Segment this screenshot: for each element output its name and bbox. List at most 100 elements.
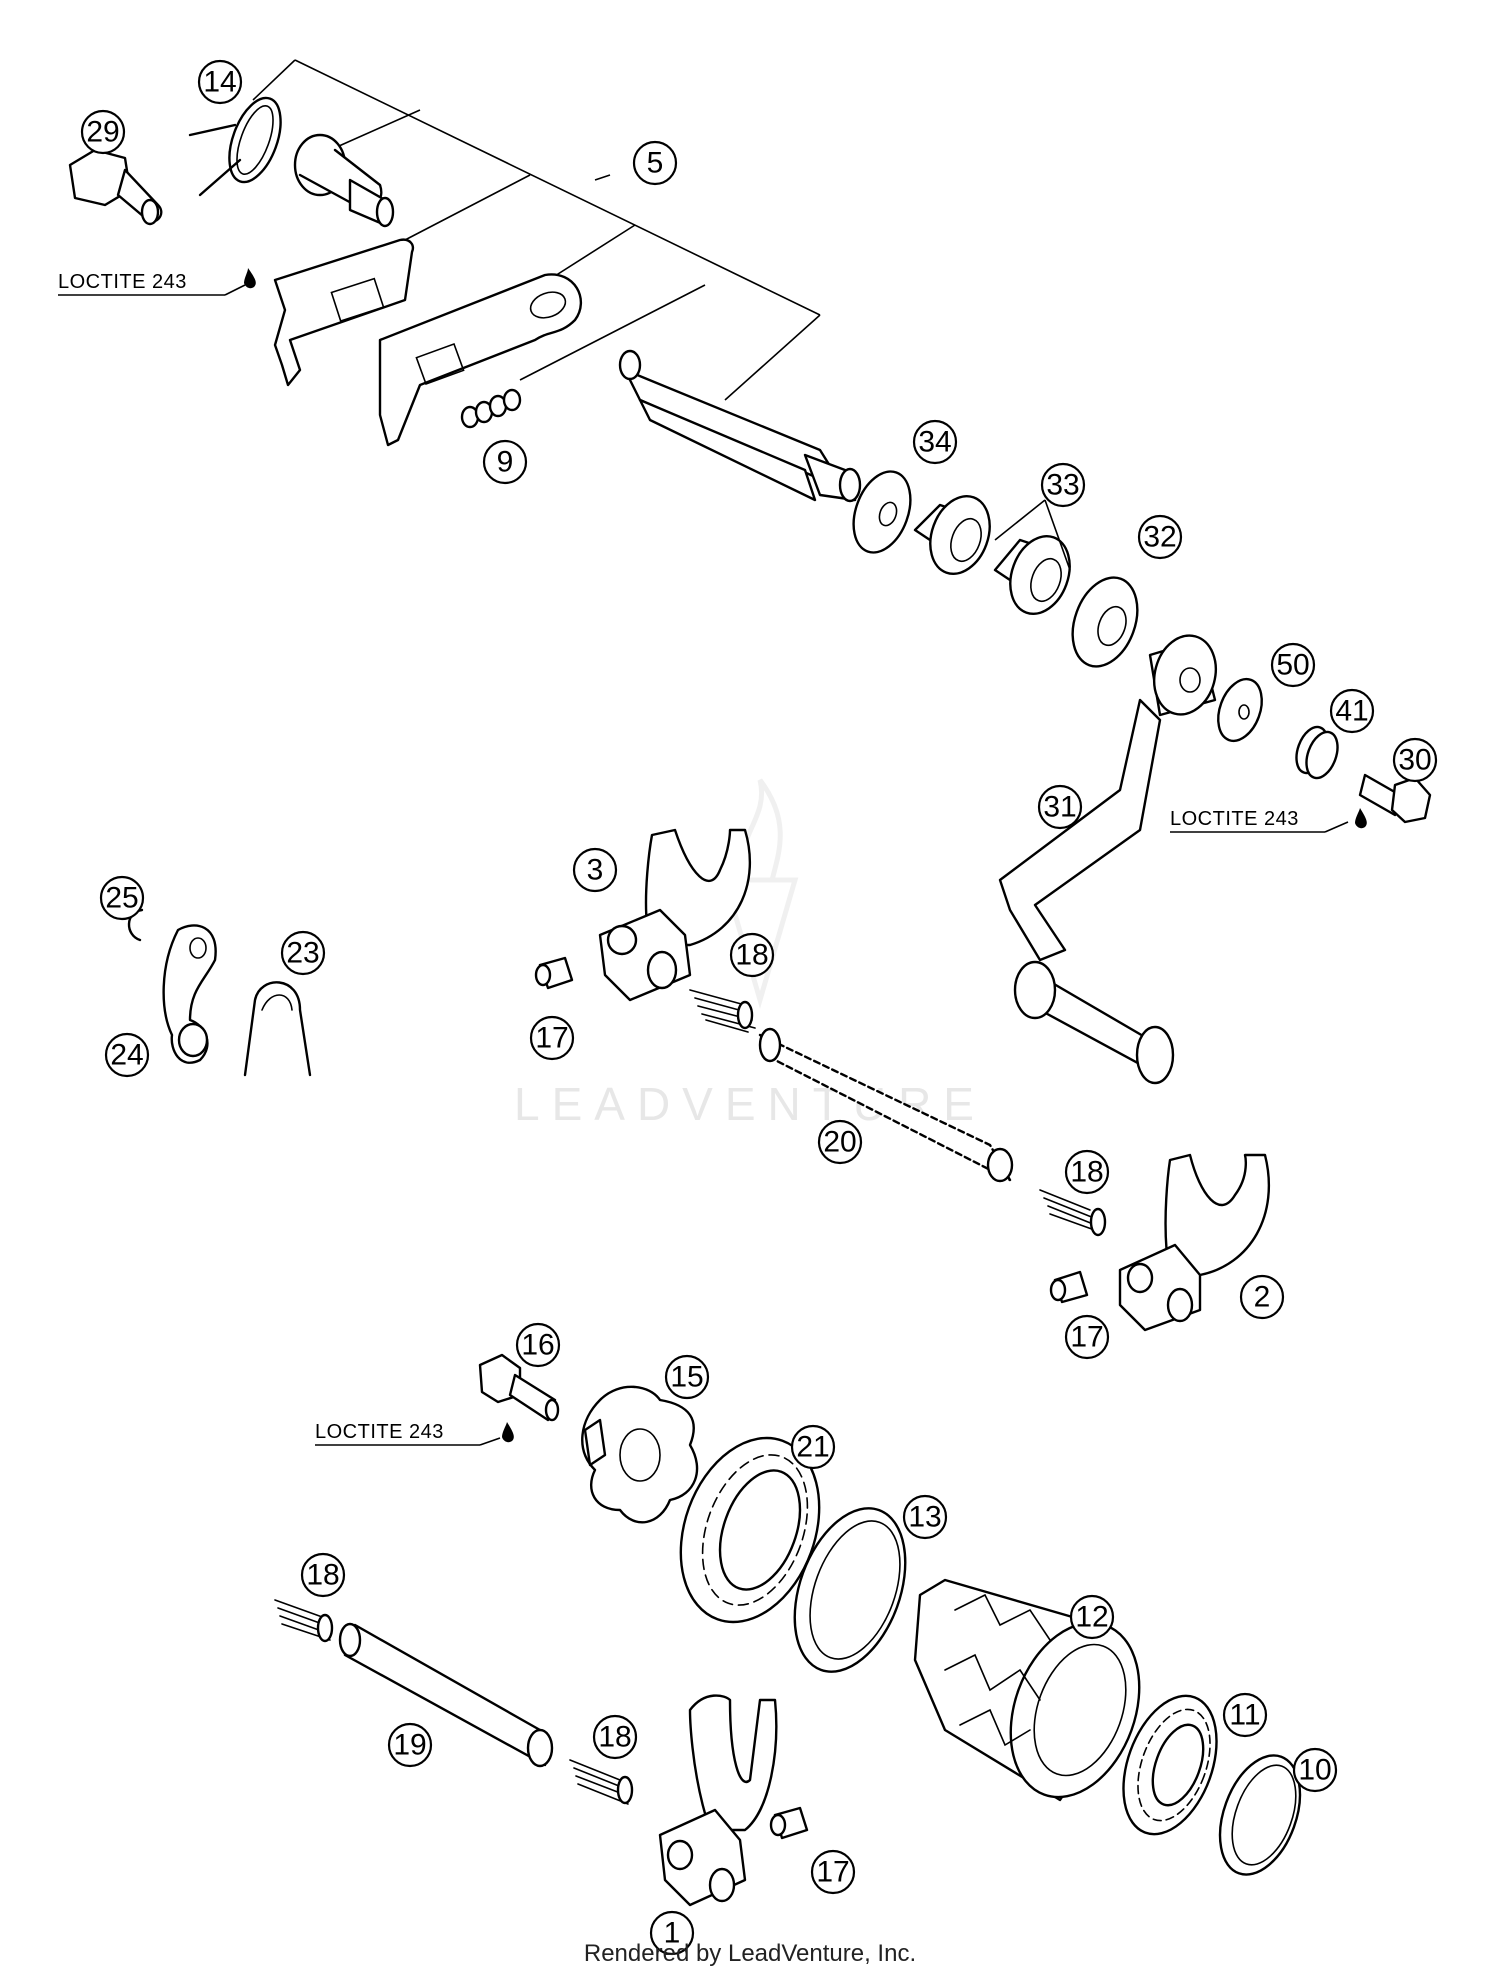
- svg-text:32: 32: [1143, 521, 1176, 554]
- svg-text:10: 10: [1298, 1754, 1331, 1787]
- callout: 41: [1329, 688, 1375, 734]
- svg-text:20: 20: [823, 1126, 856, 1159]
- callout: 20: [817, 1119, 863, 1165]
- part-shift-rod-19: [338, 1622, 554, 1768]
- loctite-text-lower: LOCTITE 243: [315, 1421, 444, 1443]
- callout: 17: [529, 1015, 575, 1061]
- svg-text:18: 18: [306, 1559, 339, 1592]
- svg-text:18: 18: [735, 939, 768, 972]
- callouts: 14 29 5 9 34 33 32 50 41 30 31 3 18 17 2…: [80, 59, 1438, 1956]
- callout: 34: [912, 419, 958, 465]
- part-shift-plate-left: [273, 238, 414, 387]
- part-bolt-30: [1358, 773, 1432, 824]
- loctite-label-upper: LOCTITE 243: [58, 268, 256, 296]
- svg-text:18: 18: [598, 1721, 631, 1754]
- svg-text:18: 18: [1070, 1156, 1103, 1189]
- svg-text:24: 24: [110, 1039, 143, 1072]
- callout: 30: [1392, 737, 1438, 783]
- part-bolt-29: [68, 148, 163, 226]
- part-ring-13: [793, 1507, 907, 1673]
- part-pin-17-lower: [769, 1806, 809, 1840]
- callout: 2: [1239, 1274, 1285, 1320]
- part-washer-34: [852, 470, 912, 554]
- svg-text:19: 19: [393, 1729, 426, 1762]
- part-shift-star-15: [581, 1385, 699, 1524]
- loctite-label-right: LOCTITE 243: [1170, 808, 1367, 833]
- part-ring-32: [1071, 576, 1139, 668]
- part-ratchet-24: [162, 924, 217, 1064]
- callout-leaders: [994, 499, 1071, 571]
- loctite-drop-icon: [502, 1422, 514, 1443]
- part-spring-18-lower-mid: [569, 1759, 634, 1805]
- callout: 21: [790, 1424, 836, 1470]
- part-spring-18-right: [1039, 1189, 1107, 1237]
- callout: 19: [387, 1722, 433, 1768]
- callout: 23: [280, 930, 326, 976]
- part-shift-stud: [293, 133, 395, 228]
- callout: 3: [572, 847, 618, 893]
- svg-text:21: 21: [796, 1431, 829, 1464]
- svg-text:25: 25: [105, 882, 138, 915]
- callout: 17: [810, 1849, 856, 1895]
- svg-text:17: 17: [816, 1856, 849, 1889]
- part-shift-lever-31: [998, 634, 1217, 1085]
- part-spring-18-mid: [689, 989, 756, 1033]
- part-shift-drum-12: [913, 1578, 1141, 1802]
- svg-text:33: 33: [1046, 469, 1079, 502]
- callout: 13: [902, 1494, 948, 1540]
- callout: 5: [632, 140, 678, 186]
- part-pin-17-top: [534, 956, 574, 990]
- part-shift-shaft: [618, 349, 862, 503]
- callout: 12: [1069, 1594, 1115, 1640]
- callout: 17: [1064, 1314, 1110, 1360]
- part-spring-14: [188, 96, 282, 197]
- loctite-drop-icon: [244, 268, 256, 289]
- shift-lever-assembly-lines: [252, 59, 821, 401]
- svg-text:3: 3: [587, 854, 604, 887]
- svg-text:2: 2: [1254, 1281, 1271, 1314]
- svg-text:50: 50: [1276, 649, 1309, 682]
- part-shift-fork-2: [1118, 1153, 1270, 1332]
- part-bearing-21: [679, 1436, 821, 1624]
- part-shift-fork-3: [598, 828, 752, 1002]
- loctite-text-right: LOCTITE 243: [1170, 808, 1299, 830]
- loctite-drop-icon: [1355, 808, 1367, 829]
- callout: 24: [104, 1032, 150, 1078]
- callout: 16: [515, 1322, 561, 1368]
- callout: 14: [197, 59, 243, 105]
- part-ring-10: [1218, 1754, 1302, 1876]
- part-washers-9: [460, 388, 522, 429]
- svg-text:5: 5: [647, 147, 664, 180]
- part-spring-18-lower-left: [274, 1599, 334, 1643]
- part-shift-fork-1: [658, 1694, 778, 1907]
- svg-text:14: 14: [203, 66, 236, 99]
- svg-text:29: 29: [86, 116, 119, 149]
- part-bolt-16: [478, 1353, 560, 1422]
- callout: 10: [1292, 1747, 1338, 1793]
- callout: 25: [99, 875, 145, 921]
- svg-text:34: 34: [918, 426, 951, 459]
- callout: 50: [1270, 642, 1316, 688]
- svg-text:15: 15: [670, 1361, 703, 1394]
- part-lockwasher-41: [1295, 725, 1339, 780]
- part-bushing-33a: [913, 495, 991, 575]
- svg-text:41: 41: [1335, 695, 1368, 728]
- callout: 18: [592, 1714, 638, 1760]
- part-shift-plate-5: [378, 273, 583, 447]
- svg-text:23: 23: [286, 937, 319, 970]
- callout: 9: [482, 439, 528, 485]
- part-spring-23: [243, 981, 312, 1077]
- svg-text:17: 17: [535, 1022, 568, 1055]
- part-bushing-33b: [993, 535, 1071, 615]
- svg-text:13: 13: [908, 1501, 941, 1534]
- part-shift-rod-20: [758, 1027, 1014, 1183]
- loctite-text-upper: LOCTITE 243: [58, 271, 187, 293]
- callout: 1: [649, 1910, 695, 1956]
- callout: 15: [664, 1354, 710, 1400]
- svg-text:30: 30: [1398, 744, 1431, 777]
- part-bearing-11: [1122, 1694, 1218, 1836]
- callout: 33: [1040, 462, 1086, 508]
- callout: 11: [1222, 1692, 1268, 1738]
- svg-text:31: 31: [1043, 791, 1076, 824]
